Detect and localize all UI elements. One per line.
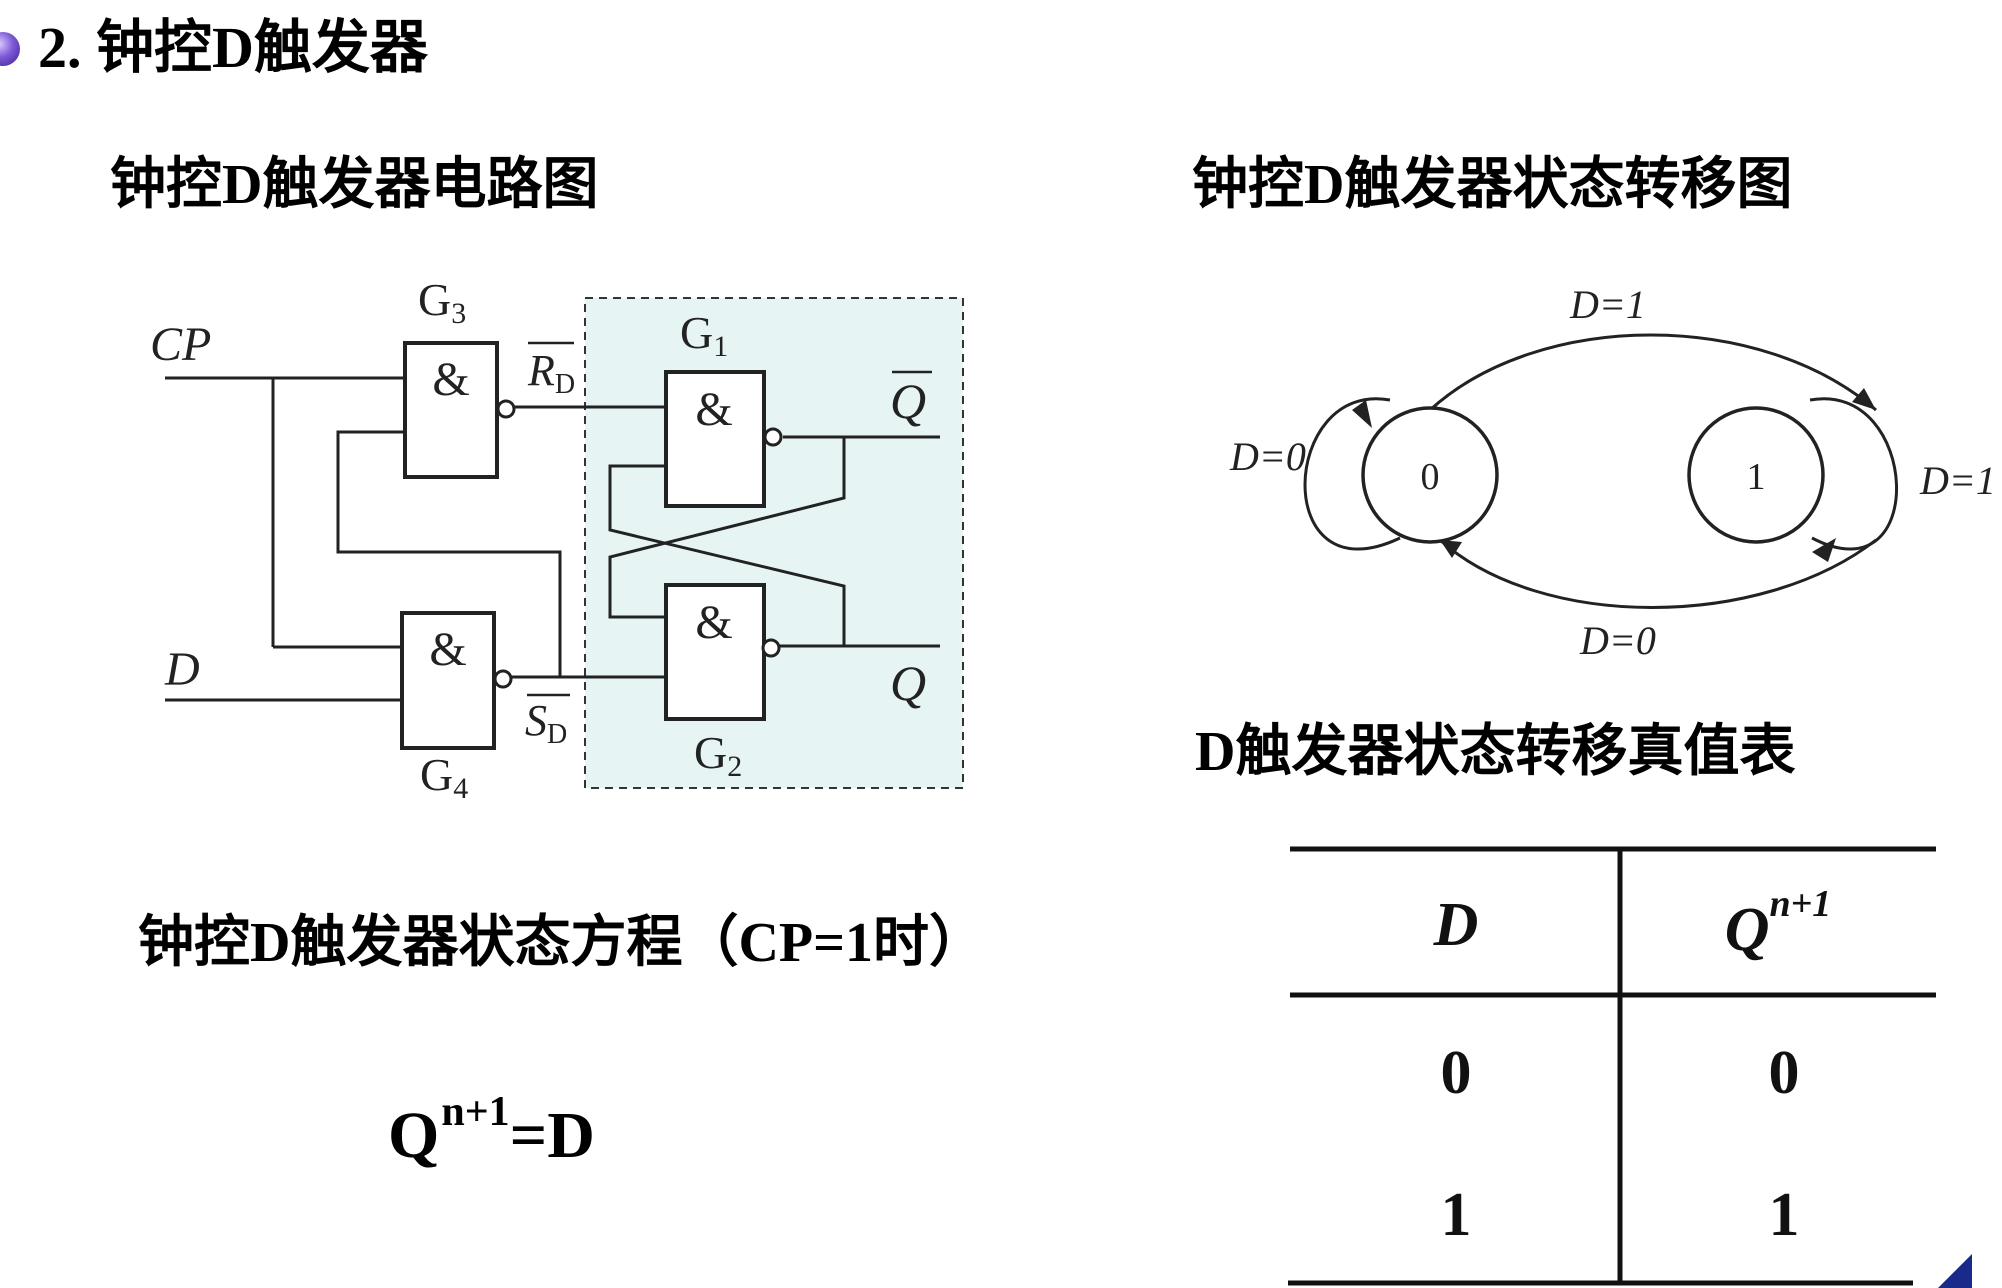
bullet-icon bbox=[0, 32, 20, 66]
table-cell-r1-c0: 1 bbox=[1441, 1181, 1472, 1249]
table-cell-r0-c0: 0 bbox=[1441, 1039, 1472, 1107]
slide-corner-icon bbox=[1938, 1254, 1972, 1288]
arrowhead-1-to-0 bbox=[1440, 540, 1462, 558]
circuit-heading: 钟控D触发器电路图 bbox=[110, 154, 599, 216]
state-label-1: 1 bbox=[1747, 456, 1766, 498]
table-cell-r0-c1: 0 bbox=[1769, 1039, 1800, 1107]
transition-label-0-to-1: D=1 bbox=[1569, 282, 1646, 327]
gate-g4 bbox=[400, 611, 496, 750]
arrowhead-self-0 bbox=[1352, 400, 1372, 428]
state-equation: Qn+1=D bbox=[388, 1088, 595, 1174]
equation-lhs: Q bbox=[388, 1099, 440, 1172]
g3-symbol: & bbox=[432, 353, 469, 406]
transition-label-0-to-0: D=0 bbox=[1229, 434, 1306, 479]
page-title: 2. 钟控D触发器 bbox=[38, 8, 428, 88]
title-text: 钟控D触发器 bbox=[96, 15, 428, 80]
self-loop-0 bbox=[1303, 397, 1401, 551]
q-label: Q bbox=[890, 655, 926, 711]
cross-wire-1 bbox=[608, 437, 846, 619]
equation-rhs: =D bbox=[509, 1099, 595, 1172]
g4-inverter-bubble bbox=[493, 669, 513, 689]
gate-g1 bbox=[664, 370, 766, 508]
g2-symbol: & bbox=[695, 596, 732, 649]
g2-label: G2 bbox=[694, 727, 742, 783]
d-input-label: D bbox=[164, 643, 200, 696]
transition-label-1-to-1: D=1 bbox=[1919, 458, 1996, 503]
g3-inverter-bubble bbox=[496, 399, 516, 419]
arrowhead-0-to-1 bbox=[1852, 388, 1876, 410]
circuit-diagram: & & & & G3 G4 G1 G2 CP D RD SD Q Q bbox=[150, 274, 964, 805]
gate-g2 bbox=[664, 583, 766, 721]
state-node-1 bbox=[1687, 406, 1825, 544]
state-diagram-heading: 钟控D触发器状态转移图 bbox=[1192, 154, 1793, 216]
g1-symbol: & bbox=[695, 383, 732, 436]
gate-g3 bbox=[403, 341, 499, 479]
sd-label: SD bbox=[525, 696, 567, 750]
arrowhead-self-1 bbox=[1812, 538, 1836, 562]
equation-heading: 钟控D触发器状态方程（CP=1时） bbox=[138, 912, 985, 974]
state-diagram: 0 1 D=0 D=1 D=0 D=1 bbox=[1229, 282, 1996, 663]
table-cell-r1-c1: 1 bbox=[1769, 1181, 1800, 1249]
state-node-0 bbox=[1361, 406, 1499, 544]
cp-input-label: CP bbox=[150, 318, 211, 371]
g2-inverter-bubble bbox=[761, 638, 781, 658]
q-bar-label: Q bbox=[890, 373, 926, 429]
truth-table-grid: D Qn+1 0 0 1 1 bbox=[1288, 846, 1936, 1286]
truth-table: D Qn+1 0 0 1 1 bbox=[1288, 845, 1938, 1288]
cross-wire-2 bbox=[608, 464, 846, 646]
g3-label: G3 bbox=[418, 274, 466, 330]
transition-label-1-to-0: D=0 bbox=[1579, 618, 1656, 663]
g4-symbol: & bbox=[429, 623, 466, 676]
g1-inverter-bubble bbox=[763, 427, 783, 447]
truth-table-heading: D触发器状态转移真值表 bbox=[1195, 721, 1796, 783]
latch-region bbox=[584, 297, 964, 789]
title-number: 2. bbox=[38, 15, 82, 80]
equation-superscript: n+1 bbox=[441, 1089, 510, 1135]
g1-label: G1 bbox=[680, 307, 728, 363]
table-header-d: D bbox=[1433, 891, 1479, 959]
transition-0-to-1 bbox=[1428, 333, 1877, 412]
transition-1-to-0 bbox=[1438, 538, 1877, 609]
self-loop-1 bbox=[1809, 397, 1898, 551]
rd-label: RD bbox=[527, 346, 575, 400]
state-label-0: 0 bbox=[1421, 456, 1440, 498]
table-header-q-next: Qn+1 bbox=[1725, 883, 1832, 964]
g4-label: G4 bbox=[420, 749, 468, 805]
sd-feedback-wire bbox=[336, 430, 562, 677]
